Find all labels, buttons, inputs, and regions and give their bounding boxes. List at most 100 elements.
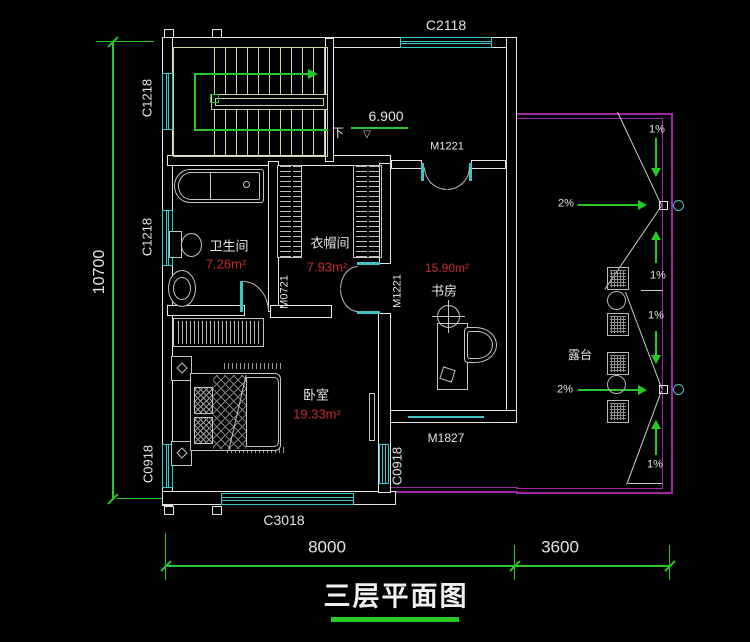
walkline-arrow-icon <box>308 69 318 79</box>
flue-marker <box>164 506 174 515</box>
pillow-icon <box>194 387 213 414</box>
dim-value-left: 10700 <box>91 249 108 295</box>
sink-inner <box>173 277 191 300</box>
dim-extension <box>669 545 670 580</box>
stair-walkline <box>194 74 196 131</box>
stair-direction-label: 下 <box>331 126 345 140</box>
door-label-m1221-side: M1221 <box>391 274 404 308</box>
window-c0918-a <box>162 444 173 488</box>
wardrobe-shelving <box>353 165 382 258</box>
window-label-c0918-a: C0918 <box>140 444 156 484</box>
drawing-title: 三层平面图 <box>323 581 469 612</box>
drain-outlet-icon <box>673 384 684 395</box>
arrow-up-icon <box>651 420 661 429</box>
level-triangle-icon: ▽ <box>363 129 371 140</box>
dim-line-bottom <box>166 565 671 567</box>
wardrobe-shelving <box>277 165 302 258</box>
slope-label: 2% <box>557 383 573 396</box>
slope-arrow <box>655 429 657 455</box>
level-line <box>351 127 408 129</box>
window-label-c1218-a: C1218 <box>139 78 155 118</box>
window-label-c2118: C2118 <box>425 17 467 33</box>
stair-walkline <box>194 129 328 131</box>
dim-line-left <box>112 42 114 499</box>
mattress <box>246 377 279 447</box>
slope-arrow <box>655 138 657 170</box>
stair-walkline <box>194 73 310 75</box>
slope-arrow <box>655 240 657 263</box>
door-leaf <box>357 311 380 314</box>
tv-icon <box>369 393 375 441</box>
rug-fringe <box>224 363 284 369</box>
slope-label: 1% <box>649 123 665 136</box>
door-label-m1827: M1827 <box>427 431 465 445</box>
arrow-right-icon <box>638 385 647 395</box>
room-area-bedroom: 19.33m² <box>293 406 341 422</box>
bedroom-wardrobe <box>173 318 264 347</box>
balcony-bottom-line-inner <box>388 487 518 488</box>
slope-arrow <box>578 204 640 206</box>
blanket-hatch <box>213 375 246 449</box>
stool-icon <box>607 313 629 336</box>
flue-marker <box>164 29 174 38</box>
dim-extension <box>165 533 166 580</box>
slope-arrow <box>655 331 657 356</box>
window-label-c0918-b: C0918 <box>389 446 405 486</box>
wall <box>506 37 517 422</box>
dim-extension <box>117 498 162 499</box>
bathtub-inner <box>178 172 260 200</box>
terrace-label: 露台 <box>567 348 593 362</box>
wall <box>391 160 422 169</box>
window-c0918-b <box>379 444 389 484</box>
door-label-m0721: M0721 <box>278 275 291 309</box>
door-leaf <box>421 163 424 181</box>
chair-inner <box>467 331 493 359</box>
balcony-outline-inner <box>516 118 663 489</box>
stool-icon <box>607 352 629 375</box>
room-label-study: 书房 <box>430 283 458 299</box>
slope-label: 1% <box>650 269 666 282</box>
dim-value-balcony: 3600 <box>541 537 579 557</box>
door-leaf <box>469 163 472 181</box>
window-label-c1218-b: C1218 <box>139 217 155 257</box>
wall <box>270 305 332 318</box>
title-underline <box>331 617 459 622</box>
ridge-line <box>628 483 662 484</box>
room-area-cloakroom: 7.93m² <box>306 259 348 275</box>
door-swing-arc <box>340 289 358 312</box>
room-area-bathroom: 7.26m² <box>205 256 247 272</box>
crosshair-vline <box>448 300 449 333</box>
table-icon <box>607 291 626 310</box>
drain-icon <box>659 385 668 394</box>
nightstand-icon <box>171 356 192 381</box>
dim-value-main: 8000 <box>308 537 346 557</box>
window-c2118 <box>400 37 492 48</box>
window-c3018 <box>221 493 354 505</box>
sliding-door-m1827 <box>408 416 484 418</box>
table-icon <box>607 375 626 394</box>
window-c1218-a <box>162 73 173 130</box>
door-leaf <box>357 262 380 265</box>
slope-label: 1% <box>648 309 664 322</box>
drain-outlet-icon <box>673 200 684 211</box>
room-area-study: 15.90m² <box>424 261 470 275</box>
wall <box>471 160 506 169</box>
toilet-bowl <box>181 233 202 257</box>
nightstand-icon <box>171 441 192 466</box>
bathtub-divider <box>210 172 211 200</box>
drain-icon <box>659 201 668 210</box>
door-swing-arc <box>424 167 447 190</box>
arrow-right-icon <box>638 200 647 210</box>
pillow-icon <box>194 417 213 444</box>
door-label-m1221-top: M1221 <box>430 140 464 153</box>
door-swing-arc <box>243 281 269 312</box>
dim-extension <box>96 41 154 42</box>
arrow-down-icon <box>651 355 661 364</box>
dim-extension <box>514 545 515 580</box>
room-label-bathroom: 卫生间 <box>209 238 249 254</box>
stool-icon <box>607 400 629 423</box>
flue-marker <box>212 506 222 515</box>
room-label-bedroom: 卧室 <box>302 387 330 403</box>
slope-label: 2% <box>558 197 574 210</box>
